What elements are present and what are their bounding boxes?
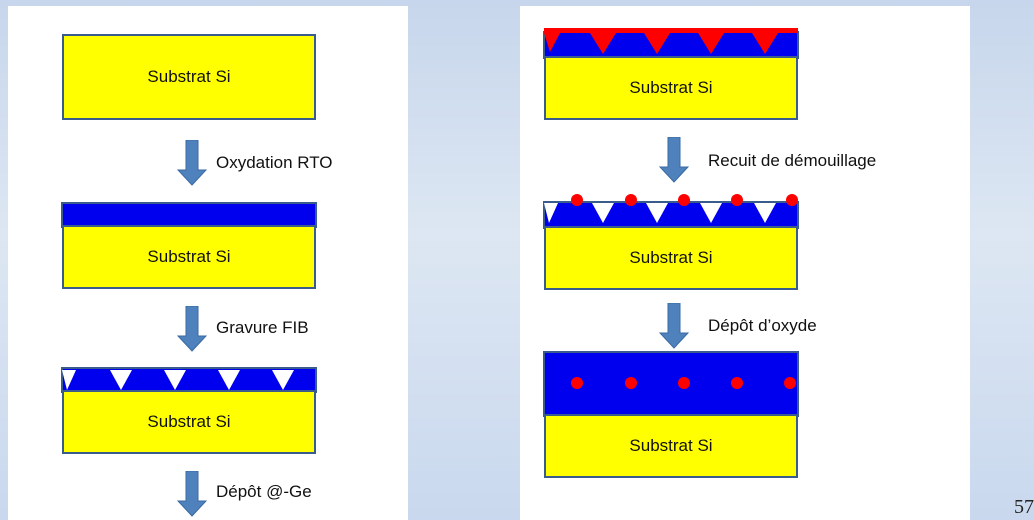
down-arrow-icon — [177, 306, 207, 352]
down-arrow-icon — [659, 303, 689, 349]
ge-on-etched-oxide — [543, 28, 799, 59]
substrate-label: Substrat Si — [147, 247, 231, 266]
substrate-label: Substrat Si — [629, 248, 713, 267]
step-label-dewetting-anneal: Recuit de démouillage — [708, 151, 877, 170]
substrate-label: Substrat Si — [147, 412, 231, 431]
step-label-ge-deposition: Dépôt @-Ge — [216, 482, 312, 501]
oxide-layer-etched — [61, 367, 317, 393]
substrate-stage-5: Substrat Si — [544, 226, 798, 290]
down-arrow-icon — [177, 471, 207, 517]
down-arrow-icon — [177, 140, 207, 186]
substrate-stage-4: Substrat Si — [544, 56, 798, 120]
substrate-stage-3: Substrat Si — [62, 390, 316, 454]
step-label-fib-etch: Gravure FIB — [216, 318, 309, 337]
page-number: 57 — [1014, 496, 1034, 518]
substrate-stage-6: Substrat Si — [544, 414, 798, 478]
down-arrow-icon — [659, 137, 689, 183]
oxide-layer-flat — [61, 202, 317, 228]
substrate-stage-1: Substrat Si — [62, 34, 316, 120]
step-label-oxide-deposition: Dépôt d’oxyde — [708, 316, 817, 335]
step-label-oxidation: Oxydation RTO — [216, 153, 333, 172]
substrate-label: Substrat Si — [629, 436, 713, 455]
substrate-label: Substrat Si — [147, 67, 231, 86]
substrate-label: Substrat Si — [629, 78, 713, 97]
substrate-stage-2: Substrat Si — [62, 225, 316, 289]
ge-dots-on-oxide — [543, 194, 799, 229]
embedded-ge-dots-oxide — [543, 351, 799, 417]
